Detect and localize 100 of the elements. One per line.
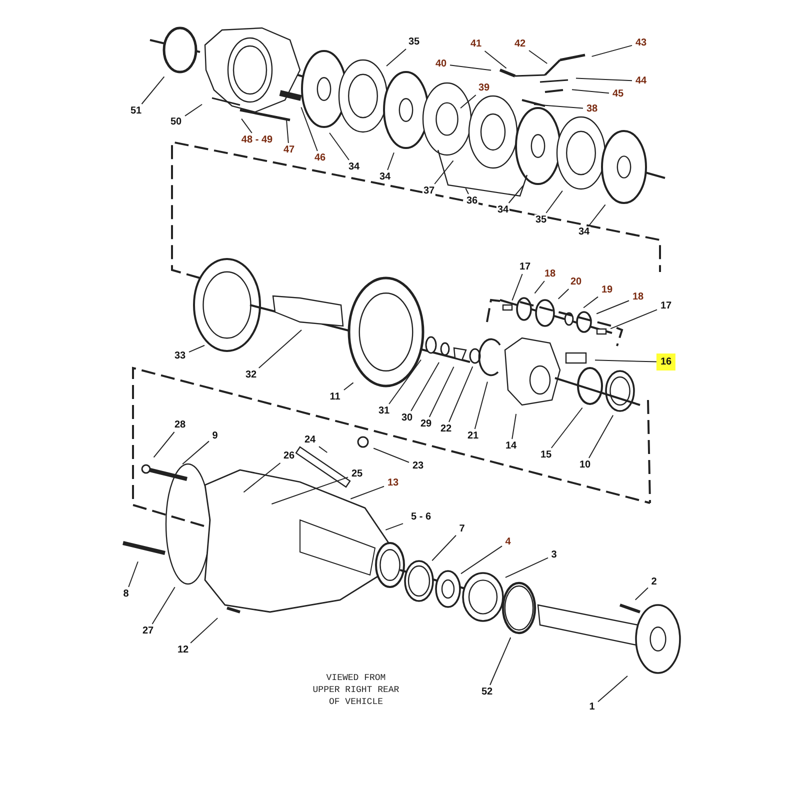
leader-line xyxy=(594,360,658,362)
callout-number: 45 xyxy=(611,88,625,100)
leader-line xyxy=(386,48,406,67)
leader-line xyxy=(588,414,614,458)
callout-number: 47 xyxy=(282,144,296,156)
callout-number: 1 xyxy=(588,702,596,712)
leader-line xyxy=(460,94,476,109)
leader-line xyxy=(188,344,205,353)
leader-line xyxy=(490,637,512,686)
leader-line xyxy=(512,413,517,440)
leader-line xyxy=(388,359,422,404)
leader-line xyxy=(329,132,350,160)
leader-line xyxy=(128,561,138,588)
callout-number: 30 xyxy=(400,412,414,424)
callout-number: 42 xyxy=(513,38,527,50)
callout-number: 10 xyxy=(578,460,592,470)
callout-number: 14 xyxy=(504,440,518,452)
callout-number: 52 xyxy=(480,686,494,698)
callout-number: 17 xyxy=(659,300,673,312)
callout-number: 51 xyxy=(129,106,143,116)
callout-number: 22 xyxy=(439,424,453,434)
view-note: VIEWED FROM UPPER RIGHT REAR OF VEHICLE xyxy=(312,672,400,708)
callout-number: 23 xyxy=(411,460,425,472)
callout-number: 34 xyxy=(378,172,392,182)
leader-line xyxy=(474,381,488,430)
callout-number: 28 xyxy=(173,420,187,430)
callout-number: 18 xyxy=(543,268,557,280)
callout-number: 4 xyxy=(504,536,512,548)
callout-number: 34 xyxy=(577,226,591,238)
leader-line xyxy=(300,106,318,152)
leader-line xyxy=(512,274,523,301)
leader-line xyxy=(350,486,384,500)
callout-number: 15 xyxy=(539,450,553,460)
callout-number: 26 xyxy=(282,450,296,462)
callout-number: 37 xyxy=(422,186,436,196)
callout-number: 34 xyxy=(496,204,510,216)
leader-line xyxy=(343,382,354,390)
leader-line xyxy=(318,446,328,453)
callout-number: 18 xyxy=(631,292,645,302)
callout-number: 39 xyxy=(477,82,491,94)
leader-line xyxy=(596,300,630,314)
callout-number: 48 - 49 xyxy=(240,134,274,146)
leader-line xyxy=(546,190,563,214)
leader-line xyxy=(432,534,456,562)
leader-line xyxy=(448,366,474,422)
callout-number: 25 xyxy=(350,468,364,480)
callout-number: 35 xyxy=(407,36,421,48)
leader-line xyxy=(184,104,203,116)
leader-line xyxy=(153,432,175,458)
leader-line xyxy=(591,44,632,57)
callout-number: 19 xyxy=(600,284,614,296)
callout-number: 2 xyxy=(650,576,658,588)
leader-line xyxy=(504,557,548,578)
leader-line xyxy=(465,188,469,194)
callout-number: 8 xyxy=(122,588,130,600)
leader-line xyxy=(450,64,492,71)
callout-number: 46 xyxy=(313,152,327,164)
leader-line xyxy=(434,160,454,184)
leader-line xyxy=(428,366,454,418)
callout-number: 7 xyxy=(458,524,466,534)
leader-line xyxy=(241,118,252,134)
callout-number: 33 xyxy=(173,350,187,362)
callout-number: 27 xyxy=(141,626,155,636)
callout-number: 32 xyxy=(244,370,258,380)
callout-number: 3 xyxy=(550,550,558,560)
highlighted-callout-number: 16 xyxy=(656,354,676,370)
leader-line xyxy=(385,523,404,530)
callout-number: 44 xyxy=(634,76,648,86)
callout-number: 43 xyxy=(634,38,648,48)
leader-line xyxy=(484,50,507,69)
callout-number: 20 xyxy=(569,276,583,288)
leader-line xyxy=(190,618,218,644)
leader-line xyxy=(610,309,658,330)
leader-line xyxy=(533,104,584,109)
leader-line xyxy=(373,448,410,463)
leader-line xyxy=(410,362,440,412)
leader-line xyxy=(583,296,598,308)
callout-number: 31 xyxy=(377,406,391,416)
leader-line xyxy=(528,50,548,64)
callout-number: 34 xyxy=(347,162,361,172)
callout-number: 40 xyxy=(434,58,448,70)
leader-line xyxy=(243,462,281,493)
leader-line xyxy=(182,440,210,465)
leader-line xyxy=(152,586,176,624)
leader-line xyxy=(460,546,502,574)
leader-line xyxy=(286,119,289,144)
leader-line xyxy=(387,152,394,170)
leader-line xyxy=(576,78,632,82)
callout-number: 41 xyxy=(469,38,483,50)
callout-number: 36 xyxy=(465,196,479,206)
leader-line xyxy=(508,185,524,204)
leader-line xyxy=(598,675,628,702)
leader-line xyxy=(258,330,302,368)
leader-line xyxy=(588,204,606,226)
callout-number: 35 xyxy=(534,214,548,226)
leader-line xyxy=(571,89,610,94)
callout-number: 9 xyxy=(211,430,219,442)
leader-line xyxy=(550,407,583,448)
leader-line xyxy=(534,280,545,294)
callout-number: 29 xyxy=(419,418,433,430)
